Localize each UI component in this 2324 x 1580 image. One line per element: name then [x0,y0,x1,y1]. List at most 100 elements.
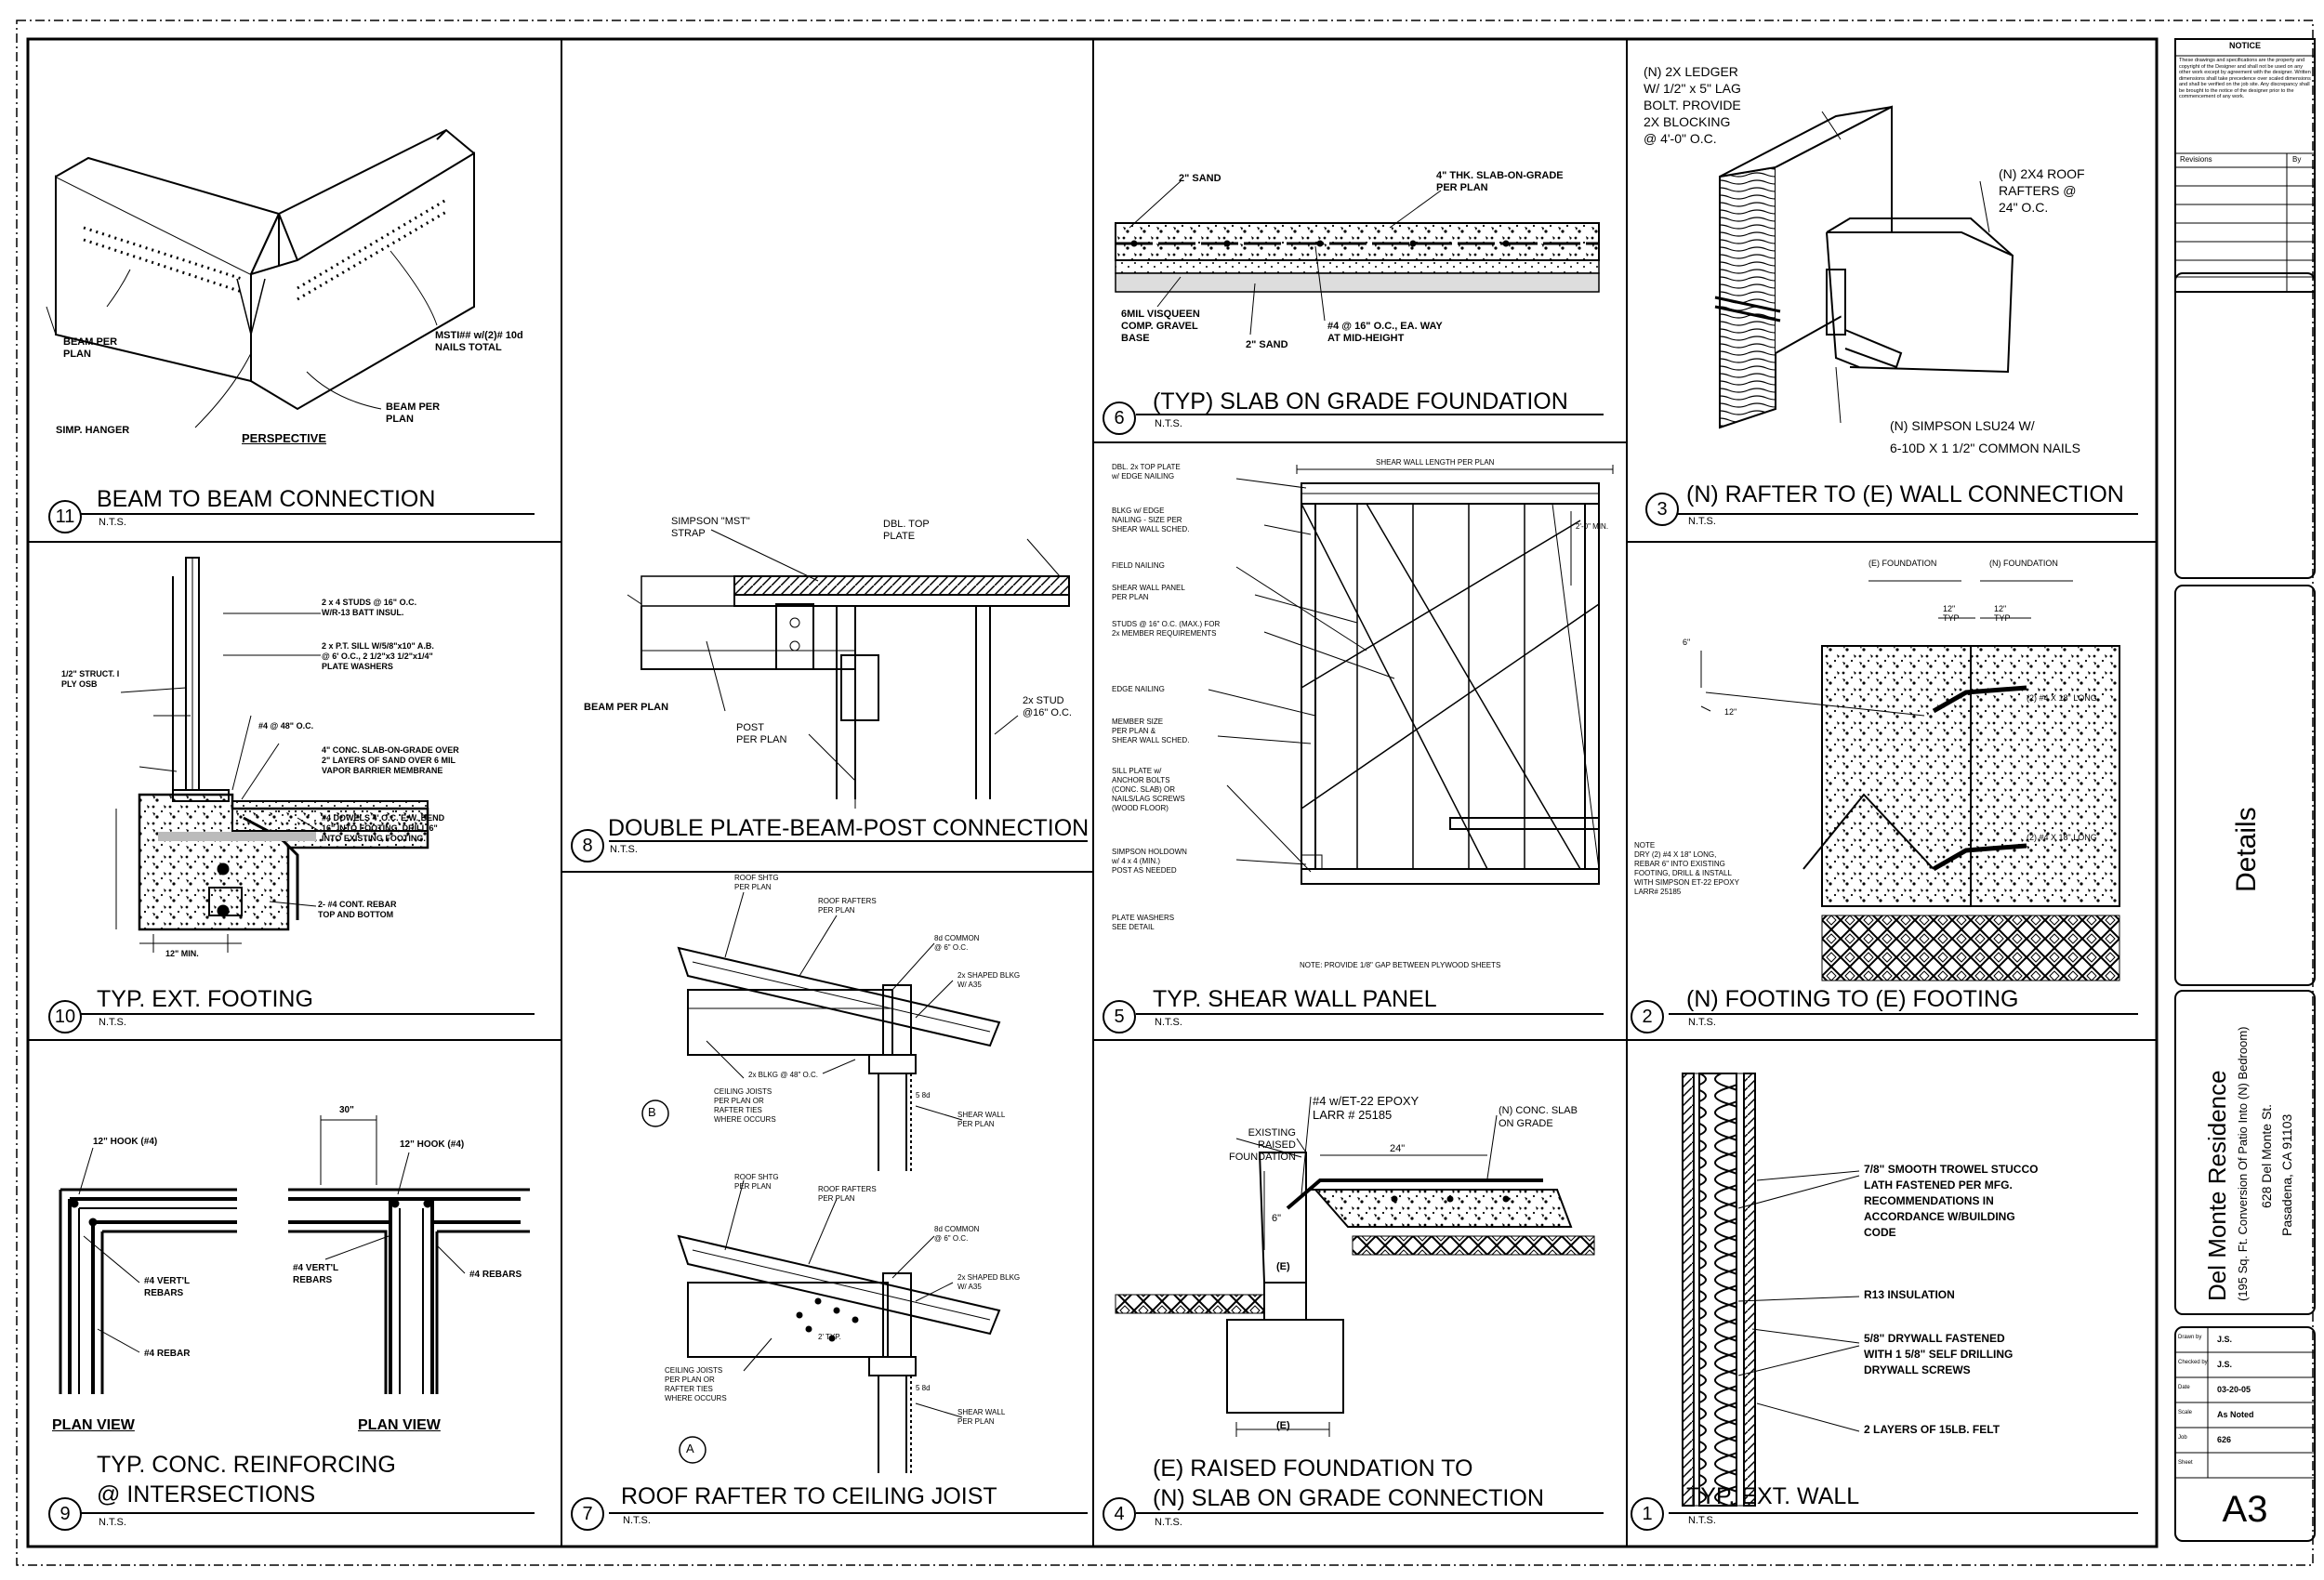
callout: 2 x P.T. SILL W/5/8"x10" A.B. @ 6' O.C.,… [322,641,434,671]
checked-by-label: Checked by [2178,1360,2208,1365]
sheet-label: Sheet [2178,1460,2193,1466]
detail-7-drawing [641,891,1001,1473]
dimension: 12" TYP [1994,604,2011,623]
sheet-number: A3 [2222,1489,2268,1530]
callout: (N) 2X4 ROOF RAFTERS @ 24" O.C. [1999,166,2085,215]
callout: 2" SAND [1246,339,1288,350]
callout: DBL. TOP PLATE [883,519,930,542]
checked-by-value: J.S. [2217,1360,2233,1369]
callout: SIMPSON HOLDOWN w/ 4 x 4 (MIN.) POST AS … [1112,848,1187,875]
job-value: 626 [2217,1435,2232,1444]
callout: ROOF SHTG PER PLAN [734,874,779,891]
detail-number: 5 [1103,1000,1136,1034]
callout: 12" HOOK (#4) [93,1137,158,1147]
callout: #4 DOWELS 4' O.C. E.W. BEND 16" INTO FOO… [322,813,445,843]
detail-title: TYP. EXT. FOOTING [97,986,313,1012]
dimension: (E) [1276,1420,1290,1431]
detail-number: 1 [1631,1497,1664,1531]
view-label: PLAN VIEW [358,1417,441,1433]
dimension: 24" [1390,1143,1406,1154]
callout: #4 @ 16" O.C., EA. WAY AT MID-HEIGHT [1327,321,1443,344]
detail-scale: N.T.S. [610,844,638,855]
callout: (2) #4 X 18" LONG [2027,693,2097,703]
callout: FIELD NAILING [1112,561,1165,570]
callout: (N) FOUNDATION [1989,559,2058,568]
detail-11-drawing [46,128,475,428]
callout: #4 VERT'L REBARS [144,1276,191,1298]
scale-label: Scale [2178,1410,2193,1415]
detail-scale: N.T.S. [99,1517,126,1528]
detail-5-drawing [1208,465,1614,885]
detail-scale: N.T.S. [1155,1017,1182,1028]
callout: 2x SHAPED BLKG W/ A35 [957,1273,1021,1291]
title-block [2174,38,2316,1542]
callout: 5/8" DRYWALL FASTENED WITH 1 5/8" SELF D… [1864,1332,2014,1376]
callout: 2 LAYERS OF 15LB. FELT [1864,1423,2000,1436]
dimension: 5 8d [916,1091,931,1099]
detail-scale: N.T.S. [1688,516,1716,527]
callout: MSTI## w/(2)# 10d NAILS TOTAL [435,330,523,353]
dimension: 5 8d [916,1384,931,1392]
by-header: By [2292,155,2302,164]
callout: PLATE WASHERS SEE DETAIL [1112,914,1175,931]
detail-title: TYP. EXT. WALL [1686,1483,1860,1509]
view-label: PERSPECTIVE [242,431,327,445]
detail-2-drawing [1700,580,2120,981]
detail-number: 7 [571,1497,604,1531]
callout: 4" THK. SLAB-ON-GRADE PER PLAN [1436,170,1564,193]
callout: SIMP. HANGER [56,425,130,436]
detail-number: 11 [48,500,82,533]
project-description: (195 Sq. Ft. Conversion Of Patio Into (N… [2236,1026,2250,1301]
detail-title: DOUBLE PLATE-BEAM-POST CONNECTION [608,815,1089,841]
drawn-by-label: Drawn by [2178,1335,2202,1340]
detail-number: 6 [1103,402,1136,435]
callout: SHEAR WALL PER PLAN [957,1408,1006,1426]
note: NOTE DRY (2) #4 X 18" LONG, REBAR 6" INT… [1634,841,1739,896]
callout: #4 @ 48" O.C. [258,721,314,731]
scale-value: As Noted [2217,1410,2254,1419]
job-label: Job [2178,1435,2187,1441]
view-label: PLAN VIEW [52,1417,135,1433]
revisions-header: Revisions [2180,155,2212,164]
dimension: 2'-0" MIN. [1576,522,1609,531]
detail-9-drawing [59,1115,530,1394]
detail-number: 9 [48,1497,82,1531]
callout: 4" CONC. SLAB-ON-GRADE OVER 2" LAYERS OF… [322,745,459,775]
callout: 6MIL VISQUEEN COMP. GRAVEL BASE [1121,309,1200,344]
callout: BLKG w/ EDGE NAILING - SIZE PER SHEAR WA… [1112,507,1190,533]
callout: SHEAR WALL PANEL PER PLAN [1112,584,1185,601]
detail-scale: N.T.S. [1155,418,1182,429]
dimension: 12" [1724,707,1737,717]
callout: R13 INSULATION [1864,1288,1955,1301]
callout: MEMBER SIZE PER PLAN & SHEAR WALL SCHED. [1112,718,1190,744]
callout: EXISTING RAISED FOUNDATION [1229,1127,1296,1163]
detail-10-drawing [115,557,429,953]
detail-number: 3 [1645,493,1679,526]
detail-scale: N.T.S. [1155,1517,1182,1528]
callout: 2 x 4 STUDS @ 16" O.C. W/R-13 BATT INSUL… [322,598,417,617]
callout: 2" SAND [1179,173,1221,184]
detail-number: 8 [571,829,604,862]
dimension: (E) [1276,1261,1290,1272]
callout: 2x STUD @16" O.C. [1023,695,1072,718]
callout: BEAM PER PLAN [63,336,118,360]
dimension: 12" TYP [1943,604,1960,623]
callout: #4 REBAR [144,1349,191,1359]
callout: 2x BLKG @ 48" O.C. [748,1071,818,1079]
callout: CEILING JOISTS PER PLAN OR RAFTER TIES W… [665,1366,727,1402]
notice-text: These drawings and specifications are th… [2179,58,2311,99]
detail-title: (N) FOOTING TO (E) FOOTING [1686,986,2019,1012]
callout: 7/8" SMOOTH TROWEL STUCCO LATH FASTENED … [1864,1163,2039,1239]
callout: (N) CONC. SLAB ON GRADE [1499,1105,1578,1129]
view-marker: B [648,1105,656,1119]
callout: STUDS @ 16" O.C. (MAX.) FOR 2x MEMBER RE… [1112,620,1221,638]
detail-title: ROOF RAFTER TO CEILING JOIST [621,1483,997,1509]
callout: (N) SIMPSON LSU24 W/ 6-10D X 1 1/2" COMM… [1890,418,2080,455]
callout: CEILING JOISTS PER PLAN OR RAFTER TIES W… [714,1087,776,1124]
callout: 12" HOOK (#4) [400,1139,465,1150]
callout: #4 VERT'L REBARS [293,1263,339,1285]
detail-4-drawing [1115,1096,1595,1437]
dimension: 6" [1272,1213,1282,1224]
dimension: SHEAR WALL LENGTH PER PLAN [1376,458,1495,467]
